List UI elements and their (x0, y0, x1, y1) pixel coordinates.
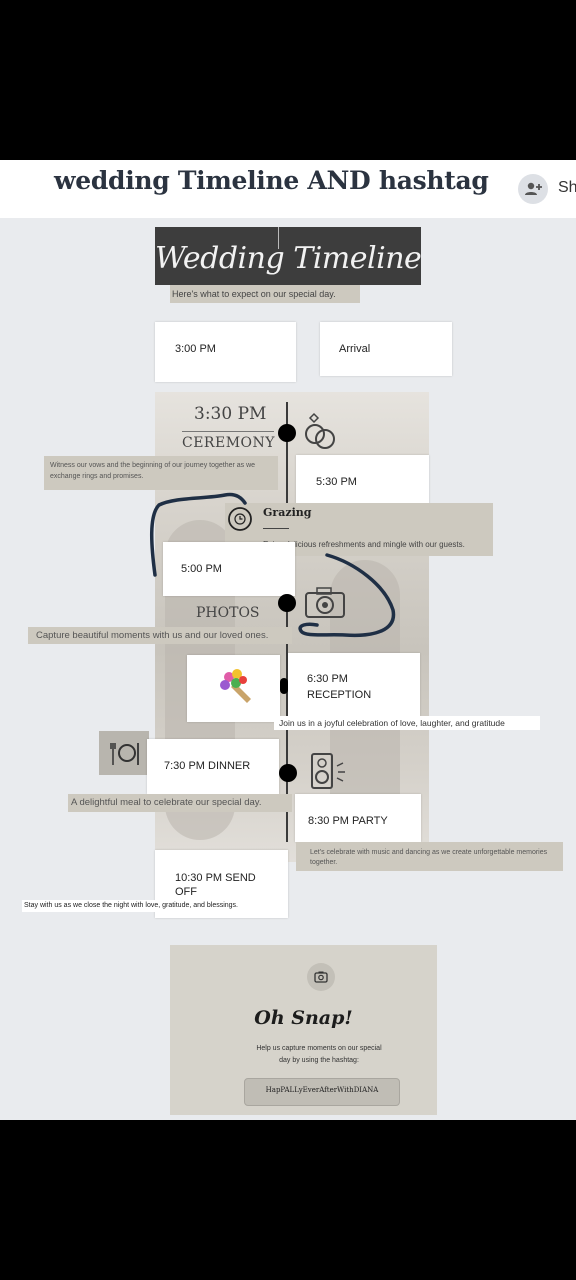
ceremony-time: 3:30 PM (194, 404, 267, 424)
party-desc: Let's celebrate with music and dancing a… (296, 842, 563, 871)
hashtag-pill[interactable]: HapPALLyEverAfterWithDIANA (244, 1078, 400, 1106)
arrival-time: 3:00 PM (175, 343, 216, 355)
photos-label: PHOTOS (196, 605, 260, 621)
camera-icon (307, 963, 335, 991)
clock-icon (227, 506, 253, 537)
rings-icon (302, 412, 340, 457)
page-title: wedding Timeline AND hashtag (54, 166, 489, 195)
photos-time-card[interactable]: 5:00 PM (163, 542, 295, 596)
timeline-line (286, 402, 288, 842)
reception-label: RECEPTION (307, 689, 372, 701)
ceremony-desc: Witness our vows and the beginning of ou… (44, 456, 278, 490)
reception-time: 6:30 PM (307, 673, 348, 685)
timeline-banner: Wedding Timeline (155, 227, 422, 285)
camera-icon (304, 586, 346, 625)
grazing-time: 5:30 PM (316, 476, 357, 488)
sendoff-desc: Stay with us as we close the night with … (22, 900, 282, 912)
grazing-time-card[interactable]: 5:30 PM (296, 455, 429, 510)
arrival-time-card[interactable]: 3:00 PM (155, 322, 296, 382)
snap-desc: Help us capture moments on our special d… (256, 1045, 382, 1064)
hashtag-text: HapPALLyEverAfterWithDIANA (265, 1086, 379, 1094)
reception-card[interactable]: 6:30 PM RECEPTION (288, 653, 420, 717)
sendoff-label: 10:30 PM SEND OFF (175, 872, 256, 898)
photos-time: 5:00 PM (181, 563, 222, 575)
arrival-label-card[interactable]: Arrival (320, 322, 452, 376)
dinner-plate-icon (110, 743, 139, 765)
navigation-bar-area (0, 1120, 576, 1280)
arrival-label: Arrival (339, 343, 371, 355)
photos-desc: Capture beautiful moments with us and ou… (28, 627, 292, 644)
timeline-dot (278, 594, 296, 612)
hashtag-card[interactable]: Oh Snap! Help us capture moments on our … (170, 945, 437, 1115)
party-card[interactable]: 8:30 PM PARTY (295, 794, 421, 842)
grazing-desc: Enjoy delicious refreshments and mingle … (263, 540, 465, 549)
ceremony-label: CEREMONY (182, 435, 275, 451)
timeline-dot (278, 424, 296, 442)
dinner-card[interactable]: 7:30 PM DINNER (147, 739, 279, 794)
banner-subtitle: Here's what to expect on our special day… (170, 285, 360, 303)
banner-title: Wedding Timeline (155, 241, 422, 276)
ink-annotation (149, 492, 396, 638)
speaker-icon (306, 752, 348, 797)
dinner-icon-tile (99, 731, 149, 775)
status-bar-area (0, 0, 576, 160)
grazing-divider (263, 528, 289, 529)
reception-desc: Join us in a joyful celebration of love,… (274, 716, 540, 730)
share-label[interactable]: Sh (558, 179, 576, 196)
dinner-label: 7:30 PM DINNER (164, 760, 251, 772)
share-button[interactable] (518, 174, 548, 204)
snap-title: Oh Snap! (254, 1007, 353, 1029)
bouquet-image-card[interactable] (187, 655, 280, 722)
add-person-icon (525, 182, 542, 195)
bouquet-icon (220, 669, 251, 703)
grazing-title: Grazing (263, 506, 312, 519)
ceremony-divider (182, 431, 274, 432)
timeline-dot (280, 678, 288, 694)
party-label: 8:30 PM PARTY (308, 815, 388, 827)
dinner-desc: A delightful meal to celebrate our speci… (68, 794, 292, 812)
timeline-dot (279, 764, 297, 782)
